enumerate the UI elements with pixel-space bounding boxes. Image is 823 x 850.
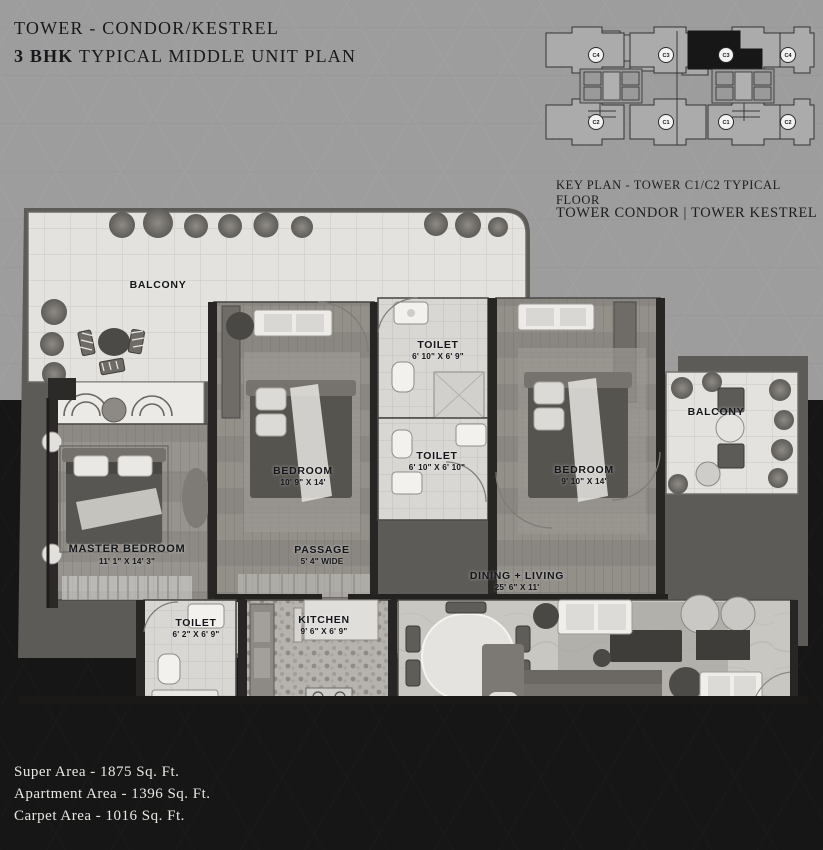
unit-floor-plan (18, 202, 808, 704)
room-label-kitchen: KITCHEN 9' 6" X 6' 9" (298, 614, 350, 637)
svg-text:C3: C3 (662, 53, 669, 59)
room-label-dining-living: DINING + LIVING 25' 6" X 11' (469, 570, 565, 593)
svg-text:C1: C1 (662, 120, 669, 126)
carpet-area-text: Carpet Area - 1016 Sq. Ft. (14, 807, 185, 824)
svg-text:C2: C2 (784, 120, 791, 126)
key-plan-caption-towers: TOWER CONDOR | TOWER KESTREL (556, 205, 818, 221)
floor-plan-svg (18, 208, 808, 704)
room-label-toilet-2: TOILET 6' 10" X 6' 10" (408, 450, 466, 473)
room-label-bedroom-2: BEDROOM 10' 9" X 14' (273, 465, 333, 488)
room-label-balcony-left: BALCONY (129, 279, 187, 291)
apartment-area-text: Apartment Area - 1396 Sq. Ft. (14, 785, 211, 802)
key-plan-caption-floor: KEY PLAN - TOWER C1/C2 TYPICAL FLOOR (556, 178, 781, 207)
svg-text:C4: C4 (784, 53, 792, 59)
svg-text:C2: C2 (592, 120, 599, 126)
key-plan-diagram: C4 C3 C3 C4 C2 C1 C1 C2 (540, 25, 816, 151)
room-label-passage: PASSAGE 5' 4" WIDE (294, 544, 350, 567)
room-label-toilet-1: TOILET 6' 10" X 6' 9" (412, 339, 464, 362)
key-plan-unit-markers: C4 C3 C3 C4 C2 C1 C1 C2 (588, 47, 796, 130)
key-plan-svg: C4 C3 C3 C4 C2 C1 C1 C2 (545, 26, 815, 146)
page-title: TOWER - CONDOR/KESTREL 3 BHK TYPICAL MID… (14, 18, 356, 67)
title-plan-kind: TYPICAL MIDDLE UNIT PLAN (78, 46, 357, 66)
svg-text:C1: C1 (722, 120, 729, 126)
title-unit-type: 3 BHK TYPICAL MIDDLE UNIT PLAN (14, 46, 356, 67)
room-label-balcony-right: BALCONY (687, 406, 745, 418)
room-label-toilet-3: TOILET 6' 2" X 6' 9" (172, 617, 220, 640)
room-label-bedroom-3: BEDROOM 9' 10" X 14' (554, 464, 614, 487)
title-bhk: 3 BHK (14, 46, 74, 66)
title-tower: TOWER - CONDOR/KESTREL (14, 18, 280, 38)
super-area-text: Super Area - 1875 Sq. Ft. (14, 764, 180, 780)
svg-text:C4: C4 (592, 53, 600, 59)
room-label-master-bedroom: MASTER BEDROOM 11' 1" X 14' 3" (68, 543, 186, 566)
area-summary: Super Area - 1875 Sq. Ft. Apartment Area… (14, 762, 211, 827)
svg-text:C3: C3 (722, 53, 729, 59)
